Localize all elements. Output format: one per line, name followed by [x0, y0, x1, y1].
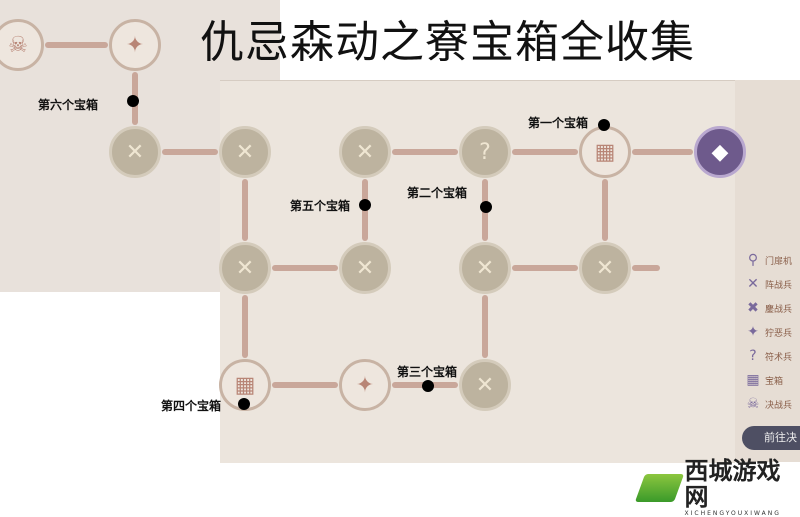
crossed-swords-icon: ✕ [476, 256, 494, 281]
treasure-chest-icon: ▦ [595, 140, 616, 165]
diamond-compass-icon: ✦ [745, 324, 761, 340]
legend-label: 门扉机 [765, 254, 792, 267]
boss-icon: ◆ [712, 140, 729, 165]
chest-marker-dot [422, 380, 434, 392]
map-node[interactable]: ✕ [459, 242, 511, 294]
legend-label: 决战兵 [765, 398, 792, 411]
path-connector [242, 295, 248, 358]
go-to-boss-button[interactable]: 前往决 [742, 426, 800, 450]
chest-label-4: 第四个宝箱 [161, 397, 221, 414]
treasure-chest-icon: ▦ [235, 373, 256, 398]
map-node[interactable]: ✦ [339, 359, 391, 411]
map-node[interactable]: ? [459, 126, 511, 178]
diamond-compass-icon: ✦ [356, 373, 374, 398]
map-node[interactable]: ✕ [109, 126, 161, 178]
path-connector [632, 149, 693, 155]
logo-name: 西城游戏网 [685, 458, 800, 510]
path-connector [392, 149, 458, 155]
legend-item: ✖ 鏖战兵 [745, 300, 792, 316]
boss-skull-icon: ☠ [8, 33, 28, 58]
logo-sub: XICHENGYOUXIWANG [685, 510, 800, 517]
map-node[interactable]: ✕ [219, 126, 271, 178]
map-node[interactable]: ✕ [339, 242, 391, 294]
legend-label: 狞恶兵 [765, 326, 792, 339]
crossed-swords-icon: ✕ [356, 256, 374, 281]
path-connector [602, 179, 608, 241]
legend-item: ? 符术兵 [745, 348, 792, 364]
map-node[interactable]: ✦ [109, 19, 161, 71]
door-mechanism-icon: ⚲ [745, 252, 761, 268]
crossed-swords-icon: ✕ [745, 276, 761, 292]
diamond-compass-icon: ✦ [126, 33, 144, 58]
watermark-logo: 西城游戏网 XICHENGYOUXIWANG [640, 458, 800, 517]
path-connector [45, 42, 108, 48]
path-connector [242, 179, 248, 241]
chest-label-1: 第一个宝箱 [528, 114, 588, 131]
crossed-swords-icon: ✕ [356, 140, 374, 165]
crossed-swords-icon: ✕ [596, 256, 614, 281]
question-icon: ? [479, 140, 491, 165]
chest-label-5: 第五个宝箱 [290, 197, 350, 214]
map-node[interactable]: ▦ [579, 126, 631, 178]
map-node[interactable]: ✕ [459, 359, 511, 411]
chest-marker-dot [238, 398, 250, 410]
path-connector [512, 149, 578, 155]
legend-label: 宝箱 [765, 374, 783, 387]
legend-item: ▦ 宝箱 [745, 372, 783, 388]
legend-item: ⚲ 门扉机 [745, 252, 792, 268]
legend-label: 鏖战兵 [765, 302, 792, 315]
chest-label-2: 第二个宝箱 [407, 184, 467, 201]
page-title: 仇忌森动之寮宝箱全收集 [200, 6, 695, 70]
chest-label-6: 第六个宝箱 [38, 96, 98, 113]
chest-marker-dot [598, 119, 610, 131]
crossed-swords-icon: ✕ [236, 256, 254, 281]
crossed-swords-heavy-icon: ✖ [745, 300, 761, 316]
chest-marker-dot [127, 95, 139, 107]
map-node[interactable]: ◆ [694, 126, 746, 178]
crossed-swords-icon: ✕ [236, 140, 254, 165]
logo-icon [635, 474, 684, 502]
legend-item: ✕ 阵战兵 [745, 276, 792, 292]
path-connector [272, 265, 338, 271]
path-connector [272, 382, 338, 388]
treasure-chest-icon: ▦ [745, 372, 761, 388]
chest-marker-dot [359, 199, 371, 211]
legend-item: ✦ 狞恶兵 [745, 324, 792, 340]
path-connector [632, 265, 660, 271]
map-node[interactable]: ✕ [219, 242, 271, 294]
boss-skull-icon: ☠ [745, 396, 761, 412]
path-connector [162, 149, 218, 155]
path-connector [482, 295, 488, 358]
path-connector [512, 265, 578, 271]
map-node[interactable]: ✕ [339, 126, 391, 178]
chest-marker-dot [480, 201, 492, 213]
legend-label: 阵战兵 [765, 278, 792, 291]
map-node[interactable]: ✕ [579, 242, 631, 294]
chest-label-3: 第三个宝箱 [397, 363, 457, 380]
legend-label: 符术兵 [765, 350, 792, 363]
legend-item: ☠ 决战兵 [745, 396, 792, 412]
crossed-swords-icon: ✕ [126, 140, 144, 165]
crossed-swords-icon: ✕ [476, 373, 494, 398]
question-icon: ? [745, 348, 761, 364]
